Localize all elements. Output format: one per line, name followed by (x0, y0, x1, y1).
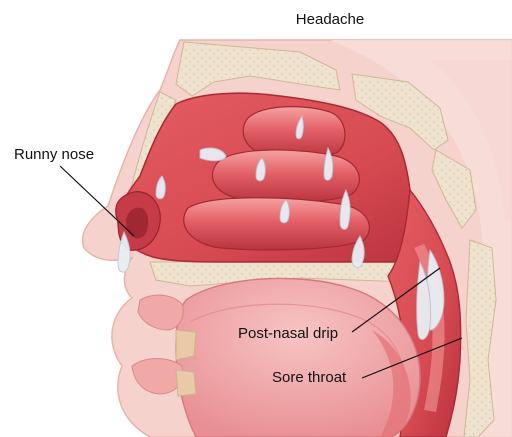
label-headache: Headache (296, 11, 364, 28)
label-sore-throat: Sore throat (272, 369, 347, 386)
label-post-nasal-drip: Post-nasal drip (238, 325, 338, 342)
label-runny-nose: Runny nose (14, 146, 94, 163)
